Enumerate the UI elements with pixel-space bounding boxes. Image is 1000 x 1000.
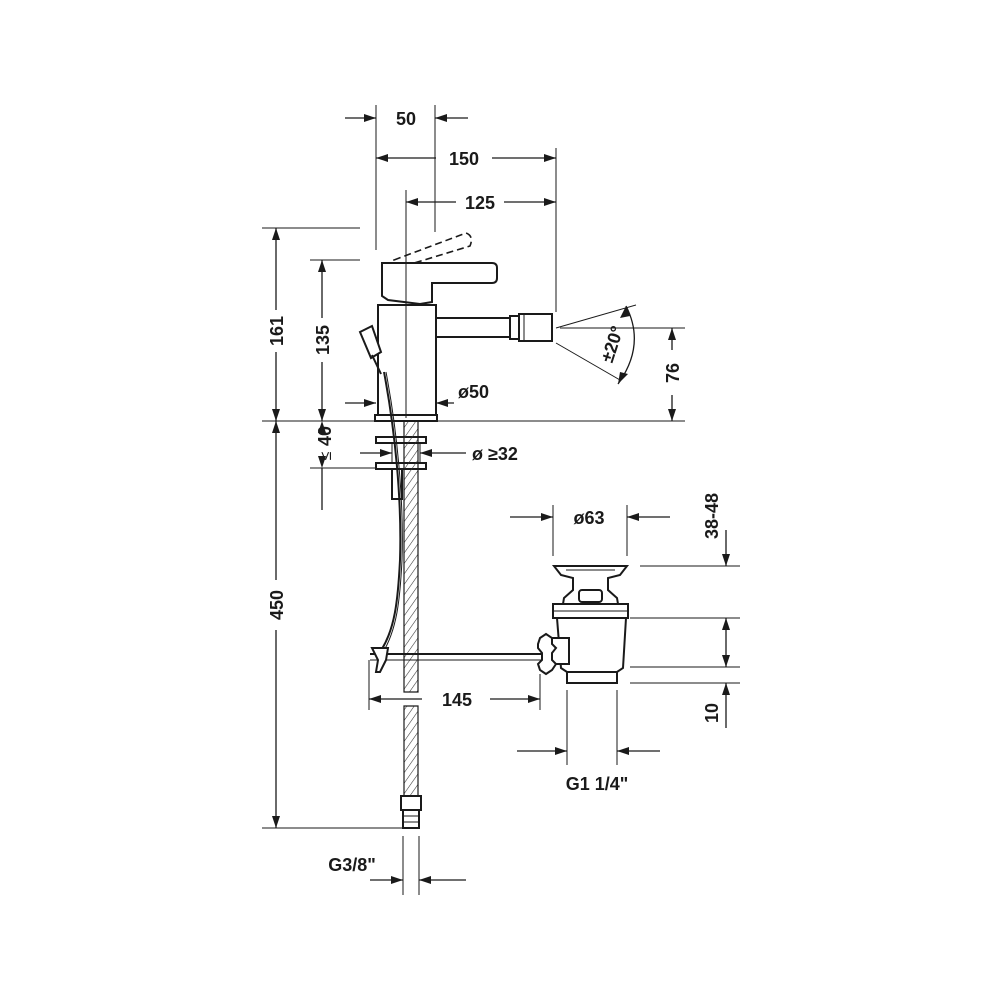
hose-fitting — [402, 809, 420, 829]
dim-label-diameter-50: ø50 — [458, 382, 489, 402]
waste-tail — [566, 671, 618, 684]
dim-label-125: 125 — [465, 193, 495, 213]
lift-rod-knob — [358, 324, 383, 360]
dim-label-le-symbol: ≤ — [318, 451, 335, 460]
dim-label-spray-angle: ±20° — [597, 323, 627, 364]
hose-nut — [400, 795, 422, 811]
dimension-lines — [262, 105, 740, 895]
faucet-drawing — [358, 232, 553, 500]
dim-label-450: 450 — [267, 590, 287, 620]
dim-label-145: 145 — [442, 690, 472, 710]
dim-label-135: 135 — [313, 325, 333, 355]
faucet-body — [377, 304, 437, 416]
linkage-wire — [379, 371, 402, 653]
dim-label-hole-diameter: ø ≥32 — [472, 444, 518, 464]
linkage-clip — [370, 647, 390, 673]
lever-handle — [381, 262, 498, 306]
spout-collar — [509, 315, 520, 340]
dim-label-hose-thread: G3/8" — [328, 855, 376, 875]
arrowheads — [272, 114, 730, 884]
popup-linkage — [370, 371, 546, 673]
dim-label-76: 76 — [663, 363, 683, 383]
dim-label-50: 50 — [396, 109, 416, 129]
supply-hose — [400, 420, 422, 829]
lever-raised-dashed — [392, 232, 473, 269]
waste-plug-window — [578, 589, 603, 603]
waste-knob — [536, 632, 558, 676]
dim-label-10: 10 — [702, 703, 722, 723]
dim-label-150: 150 — [449, 149, 479, 169]
hose-lower-segment — [403, 705, 419, 797]
dim-label-waste-thread: G1 1/4" — [566, 774, 629, 794]
dim-label-38-48: 38-48 — [702, 493, 722, 539]
waste-drawing — [536, 565, 630, 684]
spout — [435, 317, 511, 338]
dim-label-161: 161 — [267, 316, 287, 346]
hose-upper-segment — [403, 420, 419, 693]
dimension-labels: 50 150 125 161 135 ø50 ±20° 76 40 ≤ ø ≥3… — [267, 109, 722, 875]
deck-washer — [375, 436, 427, 444]
dim-label-40: 40 — [315, 426, 335, 446]
dim-label-diameter-63: ø63 — [573, 508, 604, 528]
